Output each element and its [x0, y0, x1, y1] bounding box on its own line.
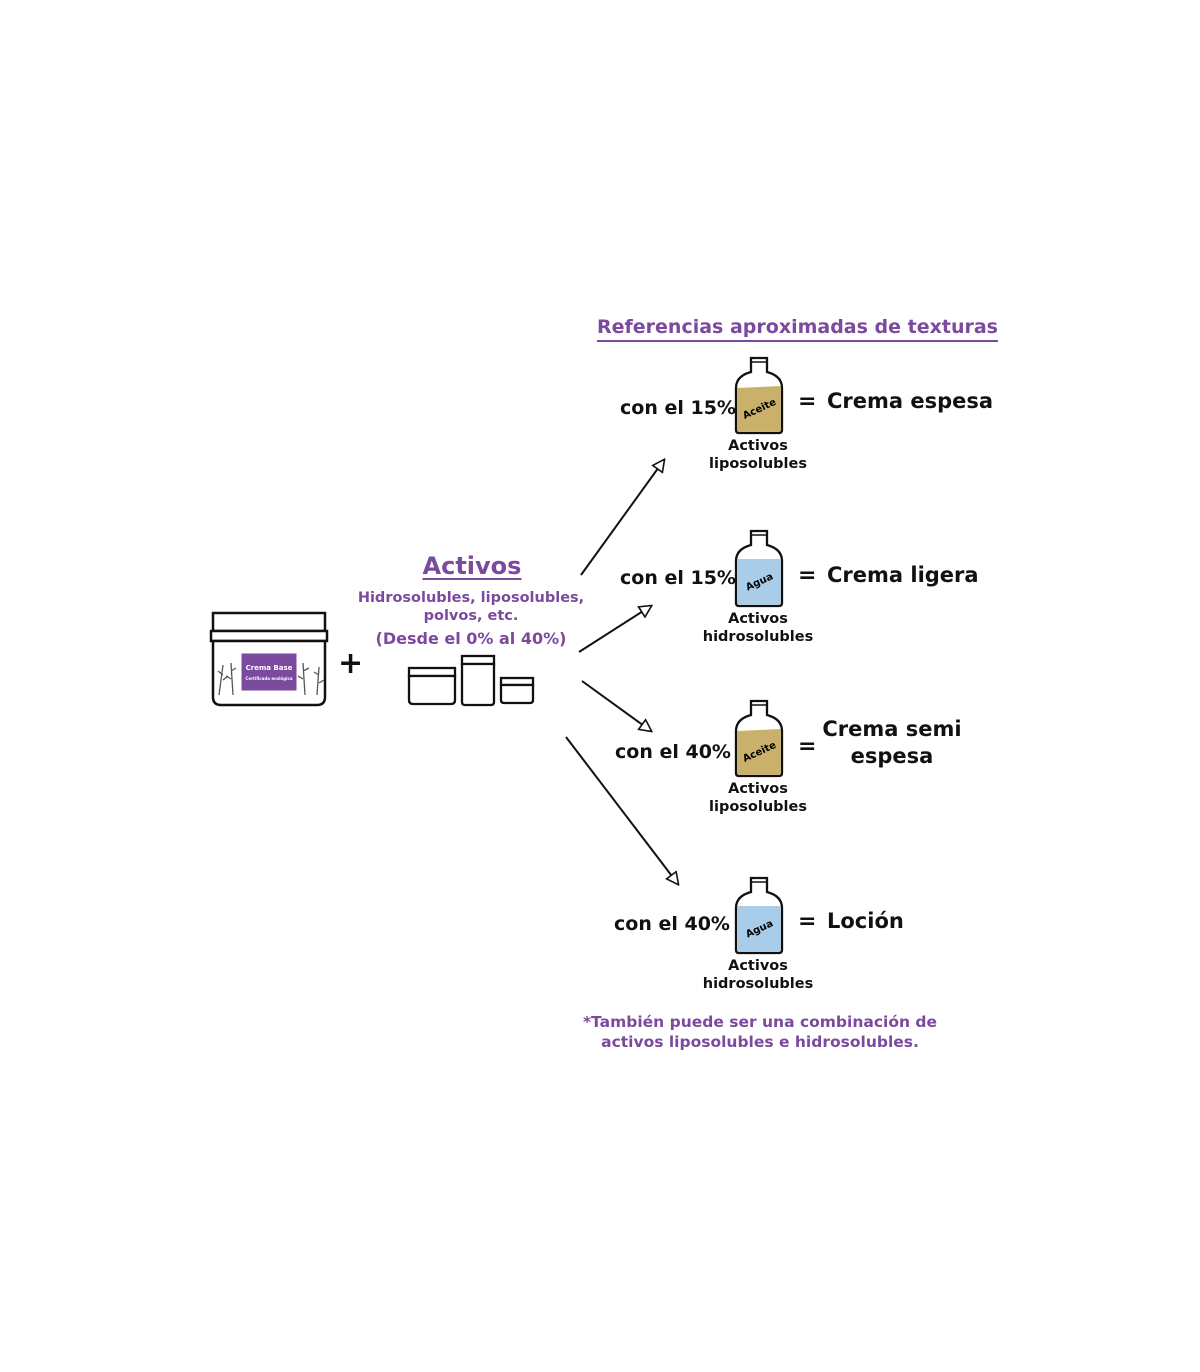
row-3-percentage: con el 40% — [615, 741, 731, 763]
diagram-title: Referencias aproximadas de texturas — [597, 316, 998, 342]
row-4-result: Loción — [827, 909, 904, 933]
caption-line-1: Activos — [728, 958, 788, 974]
arrow-to-row-3 — [581, 680, 651, 731]
equals-sign: = — [798, 909, 817, 934]
row-4-caption: Activos hidrosolubles — [698, 957, 818, 993]
arrow-to-row-4 — [565, 736, 678, 884]
cream-base-jar-icon: Crema Base Certificada ecológica — [209, 611, 329, 707]
small-jars-icon — [407, 654, 535, 707]
row-1-percentage: con el 15% — [620, 397, 736, 419]
activos-range: (Desde el 0% al 40%) — [375, 629, 567, 648]
oil-bottle-icon: Aceite — [734, 356, 784, 435]
row-1-result: Crema espesa — [827, 389, 994, 413]
equals-sign: = — [798, 563, 817, 588]
equals-sign: = — [798, 389, 817, 414]
row-2-caption: Activos hidrosolubles — [698, 610, 818, 646]
caption-line-1: Activos — [728, 611, 788, 627]
arrow-to-row-2 — [578, 606, 651, 653]
row-3-caption: Activos liposolubles — [698, 780, 818, 816]
activos-title: Activos — [422, 552, 522, 580]
caption-line-1: Activos — [728, 438, 788, 454]
row-4-percentage: con el 40% — [614, 913, 730, 935]
caption-line-2: hidrosolubles — [702, 976, 814, 992]
row-1-caption: Activos liposolubles — [698, 437, 818, 473]
water-bottle-icon: Agua — [734, 876, 784, 955]
row-3-result: Crema semi espesa — [822, 716, 962, 770]
result-line-2: espesa — [850, 744, 934, 768]
footnote: *También puede ser una combinación de ac… — [582, 1013, 938, 1051]
result-line-1: Crema semi — [822, 717, 962, 741]
caption-line-2: liposolubles — [709, 799, 807, 815]
equals-sign: = — [798, 734, 817, 759]
row-2-result: Crema ligera — [827, 563, 979, 587]
arrow-to-row-1 — [580, 460, 664, 576]
jar-label-title: Crema Base — [246, 664, 293, 672]
plus-sign: + — [338, 646, 364, 681]
jar-label-subtitle: Certificada ecológica — [245, 676, 292, 681]
caption-line-2: hidrosolubles — [702, 629, 814, 645]
caption-line-2: liposolubles — [709, 456, 807, 472]
row-2-percentage: con el 15% — [620, 567, 736, 589]
water-bottle-icon: Agua — [734, 529, 784, 608]
caption-line-1: Activos — [728, 781, 788, 797]
activos-subtitle: Hidrosolubles, liposolubles, polvos, etc… — [357, 590, 585, 624]
oil-bottle-icon: Aceite — [734, 699, 784, 778]
